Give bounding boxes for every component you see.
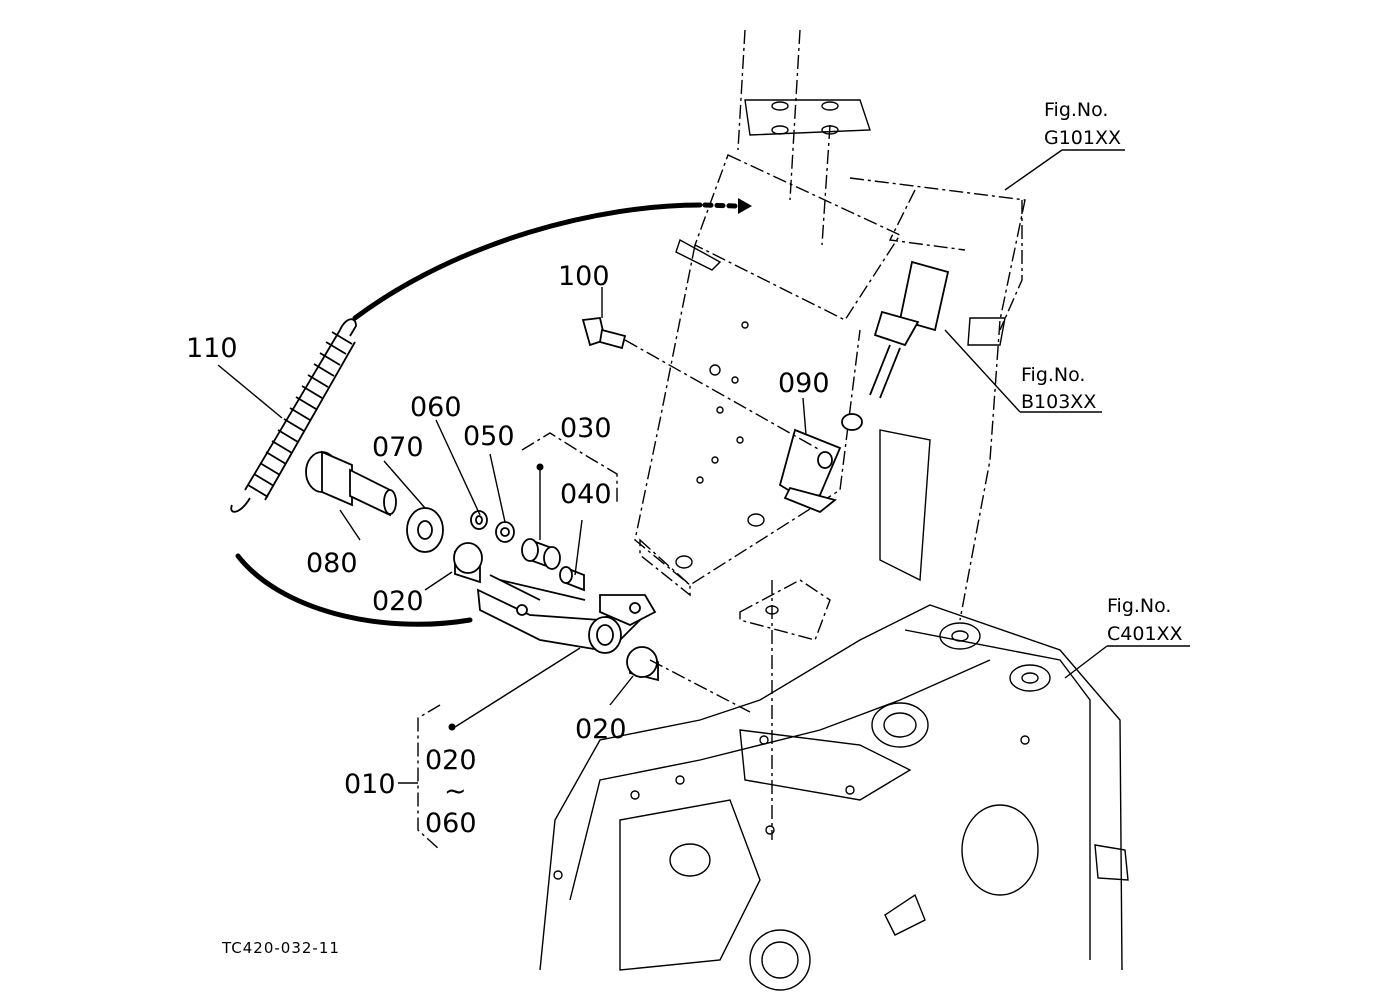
transmission-housing (539, 604, 1129, 991)
callout-020-lower: 020 (575, 714, 627, 745)
tension-spring (230, 318, 357, 513)
range-to: 060 (425, 808, 477, 839)
fig-ref-b-label: Fig.No. (1021, 364, 1085, 386)
fig-ref-g-label: Fig.No. (1044, 99, 1108, 121)
bracket-090 (778, 428, 842, 514)
callout-050: 050 (463, 421, 515, 452)
callout-090: 090 (778, 368, 830, 399)
part-callouts: 110 100 090 060 050 030 070 040 080 020 … (186, 261, 830, 839)
lever-arm (476, 574, 657, 654)
collar-030 (521, 538, 561, 570)
nut-060 (470, 510, 488, 530)
upper-bracket-frame (634, 29, 1026, 641)
callout-080: 080 (306, 548, 358, 579)
collar-040 (559, 566, 585, 592)
fig-ref-b-code: B103XX (1021, 391, 1096, 413)
washer-070 (406, 507, 444, 553)
range-tilde: ~ (444, 776, 467, 807)
leader-lines (217, 149, 1190, 840)
callout-060: 060 (410, 392, 462, 423)
group-brackets (398, 432, 618, 851)
callout-020-upper: 020 (372, 586, 424, 617)
bushing-020-lower (626, 646, 659, 682)
spring-routing-arrows (235, 198, 752, 627)
washer-050 (495, 521, 515, 543)
fig-ref-c-label: Fig.No. (1107, 595, 1171, 617)
figure-references: Fig.No. G101XX Fig.No. B103XX Fig.No. C4… (1021, 99, 1183, 645)
callout-070: 070 (372, 432, 424, 463)
range-from: 020 (425, 745, 477, 776)
bolt-100 (581, 317, 627, 350)
callout-010: 010 (344, 769, 396, 800)
shoulder-pin (305, 450, 397, 517)
callout-110: 110 (186, 333, 238, 364)
arrow-head-icon (738, 198, 752, 214)
callout-100: 100 (558, 261, 610, 292)
callout-030: 030 (560, 413, 612, 444)
callout-040: 040 (560, 479, 612, 510)
fig-ref-g-code: G101XX (1044, 127, 1121, 149)
fig-ref-c-code: C401XX (1107, 623, 1183, 645)
bushing-020-upper (453, 542, 483, 584)
drawing-code: TC420-032-11 (221, 939, 340, 957)
sensor-switch (841, 260, 950, 431)
